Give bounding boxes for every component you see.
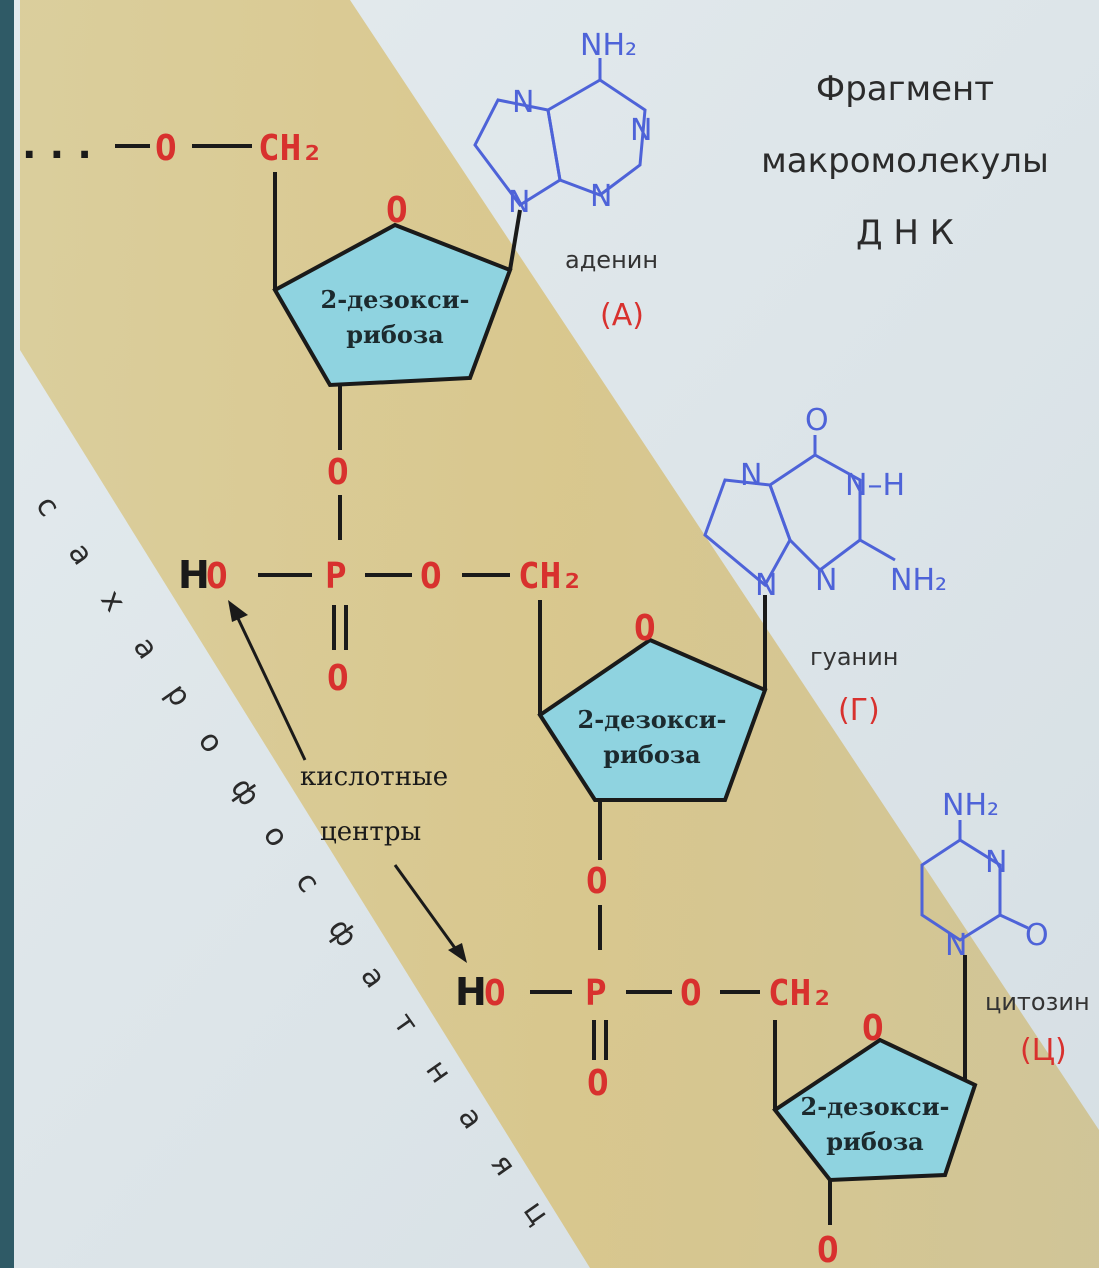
guanine-n9: N <box>755 568 777 603</box>
cytosine-base: NH₂ N N O цитозин (Ц) <box>920 788 1090 1068</box>
ch2-group: CH₂ <box>518 556 583 597</box>
phosphate-group-2: O H O P O CH₂ O <box>455 861 833 1104</box>
oxygen-atom: O <box>155 128 177 169</box>
deoxyribose-ring <box>272 222 513 388</box>
deoxyribose-ring <box>537 637 768 802</box>
sugar-label-line-1: 2-дезокси- <box>321 285 470 314</box>
sugar-label-line-2: рибоза <box>826 1127 923 1156</box>
guanine-name: гуанин <box>810 643 899 671</box>
adenine-nh2: NH₂ <box>580 28 637 63</box>
hydroxyl-o: O <box>484 973 506 1014</box>
acid-label-line-1: кислотные <box>300 762 448 792</box>
acid-centers-annotation: кислотные центры <box>228 600 467 963</box>
adenine-n3: N <box>590 179 612 214</box>
ring-oxygen: O <box>634 608 656 649</box>
sugar-label-line-1: 2-дезокси- <box>578 705 727 734</box>
phosphorus-atom: P <box>325 556 347 597</box>
ring-oxygen: O <box>386 190 408 231</box>
sugar-label-line-2: рибоза <box>603 740 700 769</box>
cytosine-name: цитозин <box>985 988 1090 1016</box>
chain-continuation-dots: . . . <box>22 123 92 167</box>
adenine-base: N N N N NH₂ аденин (А) <box>473 28 658 333</box>
adenine-n7: N <box>512 85 534 120</box>
hydroxyl-o: O <box>206 556 228 597</box>
title-line-3: Д Н К <box>856 213 954 253</box>
cytosine-code: (Ц) <box>1020 1033 1067 1068</box>
hydroxyl-h: H <box>178 553 210 597</box>
phosphate-group-1: O H O P O CH₂ O <box>178 452 583 699</box>
adenine-n9: N <box>508 185 530 220</box>
nucleotide-unit-3: O 2-дезокси- рибоза O NH₂ N N O цитозин … <box>772 788 1090 1268</box>
phosphate-o-double: O <box>327 658 349 699</box>
phosphate-o-double: O <box>587 1063 609 1104</box>
title-line-1: Фрагмент <box>816 69 994 109</box>
cytosine-n1: N <box>945 928 967 963</box>
guanine-base: O N–H N N N NH₂ гуанин (Г) <box>703 403 947 728</box>
guanine-nh2: NH₂ <box>890 563 947 598</box>
phosphorus-atom: P <box>585 973 607 1014</box>
nucleotide-unit-1: . . . O CH₂ O 2-дезокси- рибоза N N N N … <box>22 28 658 450</box>
phosphate-o-bridge: O <box>680 973 702 1014</box>
sugar-label-line-1: 2-дезокси- <box>801 1092 950 1121</box>
cytosine-o: O <box>1025 918 1049 953</box>
phosphate-o-top: O <box>327 452 349 493</box>
guanine-code: (Г) <box>838 693 880 728</box>
guanine-nh: N–H <box>845 468 905 503</box>
nucleotide-unit-2: O 2-дезокси- рибоза O N–H N N N NH₂ гуан… <box>537 403 947 860</box>
hydroxyl-h: H <box>455 970 487 1014</box>
chain-oxygen-bottom: O <box>817 1230 839 1268</box>
left-edge <box>0 0 14 1268</box>
sugar-label-line-2: рибоза <box>346 320 443 349</box>
ch2-group: CH₂ <box>768 973 833 1014</box>
deoxyribose-ring <box>772 1037 978 1183</box>
guanine-o: O <box>805 403 829 438</box>
adenine-n1: N <box>630 113 652 148</box>
title: Фрагмент макромолекулы Д Н К <box>761 69 1049 253</box>
ch2-group: CH₂ <box>258 128 323 169</box>
ring-oxygen: O <box>862 1008 884 1049</box>
adenine-name: аденин <box>565 246 658 274</box>
phosphate-o-top: O <box>586 861 608 902</box>
guanine-n3: N <box>815 563 837 598</box>
acid-label-line-2: центры <box>320 817 421 847</box>
title-line-2: макромолекулы <box>761 141 1049 181</box>
cytosine-n3: N <box>985 845 1007 880</box>
guanine-n7: N <box>740 458 762 493</box>
cytosine-nh2: NH₂ <box>942 788 999 823</box>
adenine-code: (А) <box>600 298 644 333</box>
phosphate-o-bridge: O <box>420 556 442 597</box>
